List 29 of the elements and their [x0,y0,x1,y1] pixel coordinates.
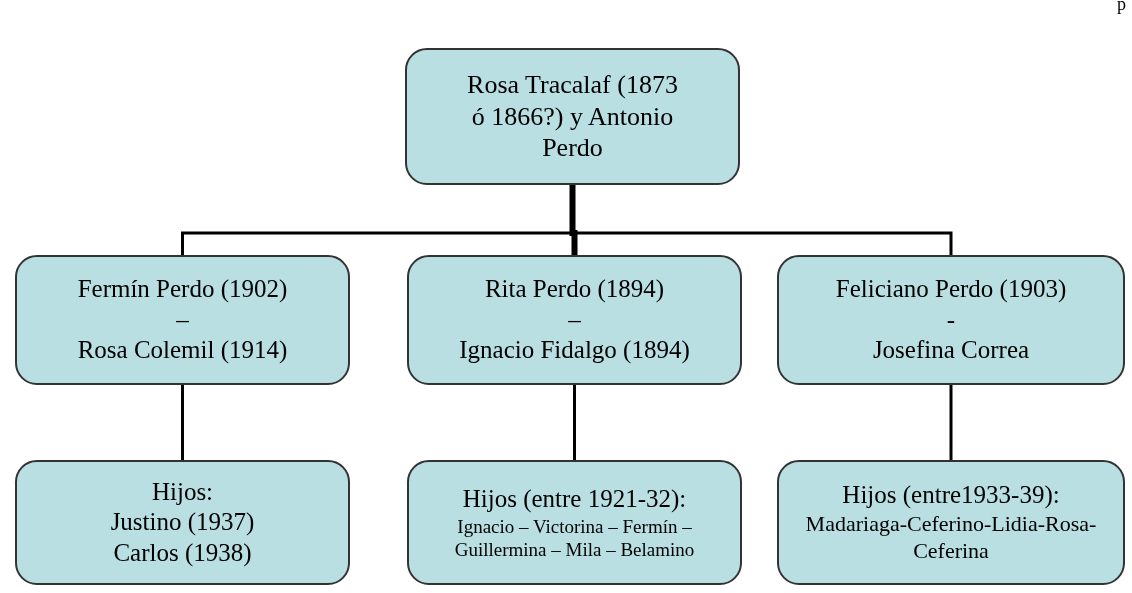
heading-text: Feliciano Perdo (1903) [835,274,1067,305]
person-box [777,255,1125,385]
heading-text: Hijos (entre 1921-32): [462,484,687,515]
person-box [407,460,742,585]
heading-text: Rita Perdo (1894) [484,274,665,305]
body-text: – [176,304,189,335]
heading-text: Fermín Perdo (1902) [77,274,288,305]
heading-text: Hijos (entre1933-39): [842,480,1060,511]
body-text: Rosa Colemil (1914) [77,335,288,366]
body-text: – [568,304,581,335]
connector-line [569,185,578,255]
page-mark: p [1117,0,1126,15]
body-text: Josefina Correa [872,335,1030,366]
person-box [405,48,740,185]
body-text: Carlos (1938) [113,537,252,569]
person-box [15,255,350,385]
body-text: Madariaga-Ceferino-Lidia-Rosa-Ceferina [804,510,1098,565]
connector-line [573,385,576,460]
body-text: Ignacio Fidalgo (1894) [459,335,690,366]
body-text: Justino (1937) [110,507,255,538]
person-box [15,460,350,585]
body-text: Ignacio – Victorina – Fermín –Guillermina – Mila – Belamino [453,514,696,561]
heading-text: Rosa Tracalaf (1873 ó 1866?) y Antonio Perdo [467,68,678,165]
person-box [777,460,1125,585]
heading-text: Hijos: [151,476,214,507]
person-box [407,255,742,385]
connector-line [181,385,184,460]
body-text: - [946,304,956,335]
connector-line [949,385,953,460]
